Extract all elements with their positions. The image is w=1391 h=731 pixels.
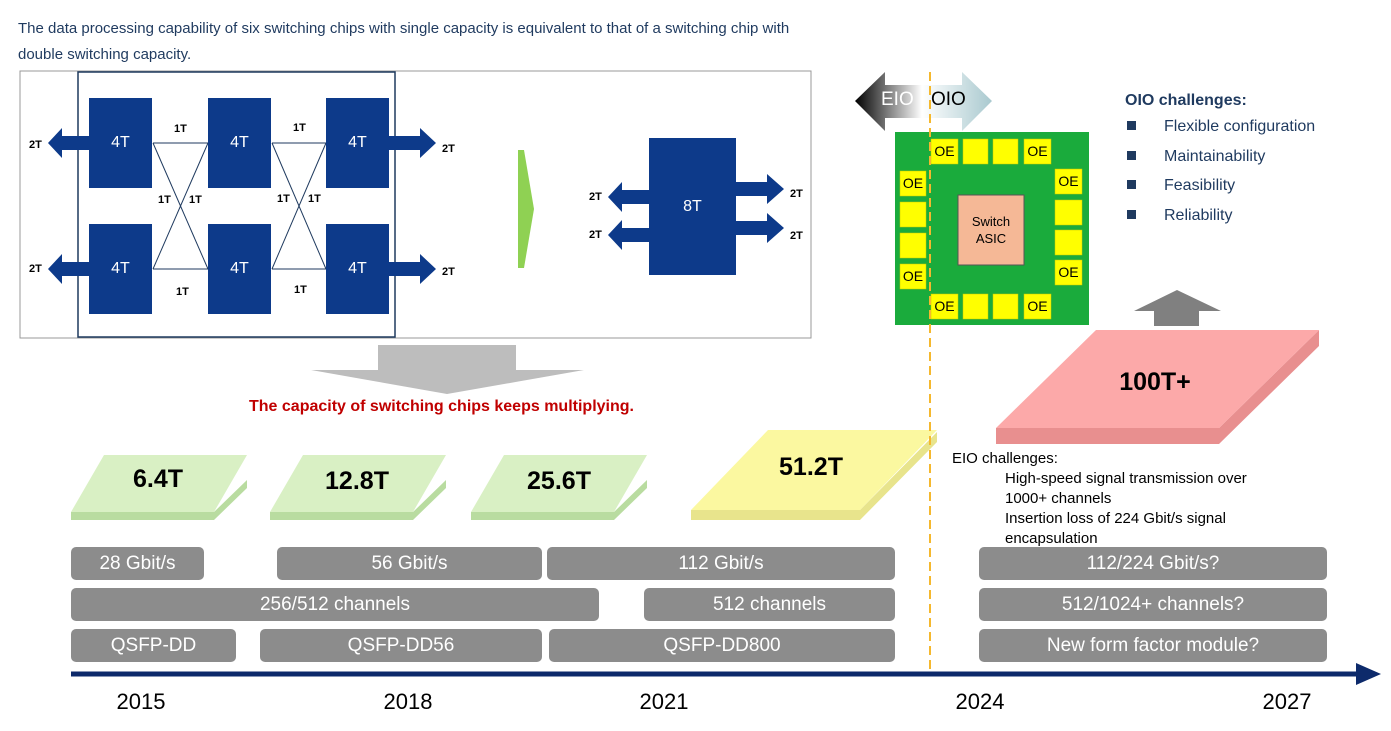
capacity-plate-100t xyxy=(996,330,1319,444)
capacity-plate-12-8t xyxy=(270,455,446,520)
interconnect-lines xyxy=(152,142,327,270)
six-chip-group-frame xyxy=(77,71,396,338)
capacity-note: The capacity of switching chips keeps mu… xyxy=(249,398,634,415)
oio-arrow xyxy=(922,72,992,131)
chip xyxy=(208,224,271,314)
chip xyxy=(89,224,152,314)
year-label: 2027 xyxy=(1262,689,1312,714)
eio-label: EIO xyxy=(881,89,914,110)
year-label: 2024 xyxy=(955,689,1005,714)
eio-challenge-item: Insertion loss of 224 Gbit/s signal enca… xyxy=(1005,510,1226,547)
bullet-icon xyxy=(1127,151,1136,161)
form-factor-pill: QSFP-DD56 xyxy=(260,629,542,662)
oe-label: OE xyxy=(902,268,924,284)
eio-challenges: EIO challenges: High-speed signal transm… xyxy=(952,449,1285,549)
capacity-plate-6-4t xyxy=(71,455,247,520)
bullet-icon xyxy=(1127,180,1136,190)
link-label: 1T xyxy=(158,194,171,206)
chip xyxy=(326,98,389,188)
year-label: 2018 xyxy=(383,689,433,714)
chip xyxy=(208,98,271,188)
port-label: 2T xyxy=(442,143,455,155)
oe-label: OE xyxy=(934,143,955,159)
year-label: 2021 xyxy=(639,689,689,714)
port-label: 2T xyxy=(589,229,602,241)
timeline-arrowhead xyxy=(1356,663,1381,685)
oio-challenge-item: Flexible configuration xyxy=(1127,118,1315,136)
port-label: 2T xyxy=(29,263,42,275)
port-label: 2T xyxy=(442,266,455,278)
oe-modules xyxy=(899,138,1083,320)
green-transform-arrow xyxy=(518,150,534,268)
left-chips xyxy=(89,98,389,314)
channel-pill: 512 channels xyxy=(644,588,895,621)
eio-arrow xyxy=(855,72,922,131)
oio-challenge-item: Feasibility xyxy=(1127,177,1235,195)
eio-challenge-item: High-speed signal transmission over 1000… xyxy=(1005,470,1247,507)
capacity-plate-51-2t xyxy=(691,430,937,520)
switch-asic xyxy=(957,194,1025,266)
chip-8t xyxy=(649,138,736,275)
gray-up-arrow xyxy=(1134,290,1221,326)
rate-pill: 112/224 Gbit/s? xyxy=(979,547,1327,580)
channel-pill: 512/1024+ channels? xyxy=(979,588,1327,621)
chip-8t-label: 8T xyxy=(683,198,702,215)
capacity-label: 6.4T xyxy=(132,465,184,493)
port-label: 2T xyxy=(790,188,803,200)
link-label: 1T xyxy=(277,193,290,205)
bullet-icon xyxy=(1127,121,1136,131)
link-label: 1T xyxy=(174,123,187,135)
capacity-label: 100T+ xyxy=(1119,368,1191,396)
chip xyxy=(89,98,152,188)
rate-pill: 112 Gbit/s xyxy=(547,547,895,580)
link-label: 1T xyxy=(189,194,202,206)
oe-label: OE xyxy=(1058,173,1079,189)
oio-challenge-item: Maintainability xyxy=(1127,148,1265,166)
chip-label: 4T xyxy=(348,260,367,277)
port-label: 2T xyxy=(589,191,602,203)
oe-label: OE xyxy=(1027,298,1048,314)
oe-label: OE xyxy=(1027,143,1048,159)
chip xyxy=(326,224,389,314)
form-factor-pill: QSFP-DD800 xyxy=(549,629,895,662)
link-label: 1T xyxy=(294,284,307,296)
oe-label: OE xyxy=(934,298,955,314)
link-label: 1T xyxy=(293,122,306,134)
capacity-plate-25-6t xyxy=(471,455,647,520)
capacity-label: 12.8T xyxy=(325,467,389,495)
rate-pill: 56 Gbit/s xyxy=(277,547,542,580)
oio-challenges-title: OIO challenges: xyxy=(1125,92,1247,109)
rate-pill: 28 Gbit/s xyxy=(71,547,204,580)
link-label: 1T xyxy=(176,286,189,298)
year-label: 2015 xyxy=(116,689,166,714)
chip-label: 4T xyxy=(111,134,130,151)
switch-asic-label: Switch ASIC xyxy=(971,214,1011,246)
oe-label: OE xyxy=(1058,264,1079,280)
link-label: 1T xyxy=(308,193,321,205)
gray-down-arrow xyxy=(311,345,584,394)
chip-label: 4T xyxy=(230,134,249,151)
form-factor-pill: New form factor module? xyxy=(979,629,1327,662)
port-label: 2T xyxy=(790,230,803,242)
oe-label: OE xyxy=(902,175,924,191)
channel-pill: 256/512 channels xyxy=(71,588,599,621)
chip-label: 4T xyxy=(348,134,367,151)
eio-challenges-title: EIO challenges: xyxy=(952,450,1058,467)
chip-label: 4T xyxy=(111,260,130,277)
oio-challenge-item: Reliability xyxy=(1127,207,1232,225)
intro-text: The data processing capability of six sw… xyxy=(18,20,790,63)
8t-port-arrows xyxy=(608,174,784,250)
capacity-label: 25.6T xyxy=(527,467,591,495)
chip-label: 4T xyxy=(230,260,249,277)
capacity-label: 51.2T xyxy=(779,453,843,481)
form-factor-pill: QSFP-DD xyxy=(71,629,236,662)
bullet-icon xyxy=(1127,210,1136,220)
port-label: 2T xyxy=(29,139,42,151)
port-arrows xyxy=(48,128,436,284)
oio-label: OIO xyxy=(931,89,966,110)
